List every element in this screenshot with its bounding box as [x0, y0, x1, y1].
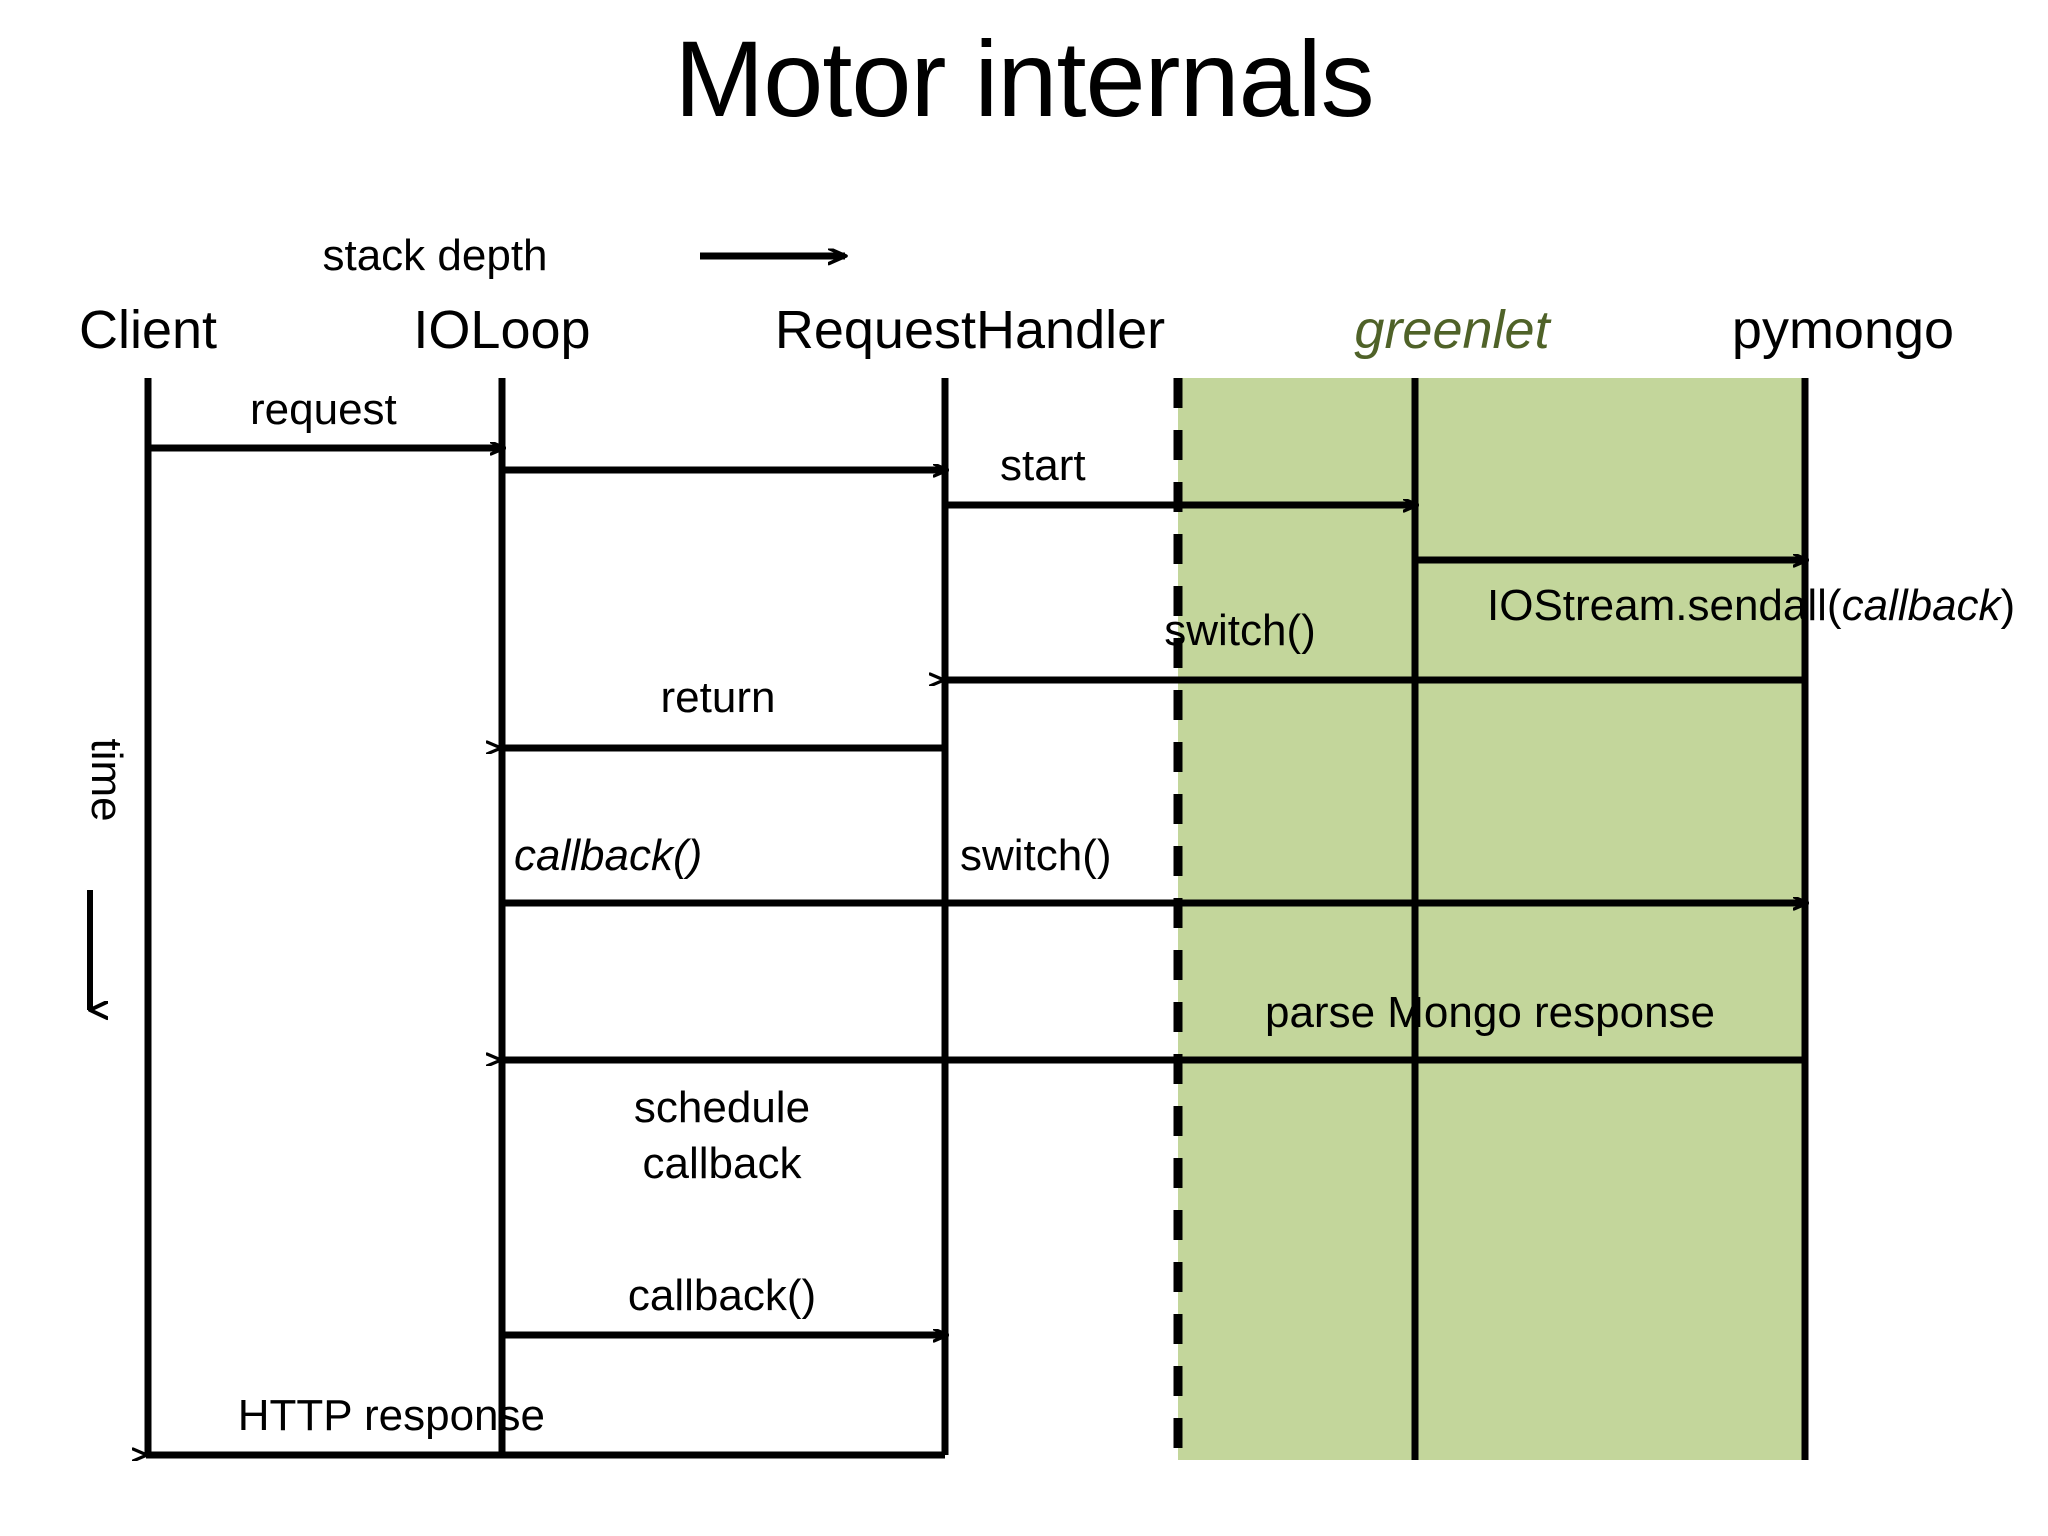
message-label-schedule-line1: schedule [634, 1083, 810, 1132]
sendall-prefix: IOStream.sendall( [1487, 581, 1842, 630]
lane-header-greenlet: greenlet [1354, 300, 1551, 360]
lane-header-requesthandler: RequestHandler [775, 300, 1165, 360]
message-label-http-response: HTTP response [238, 1391, 545, 1440]
lane-header-client: Client [79, 300, 217, 360]
sendall-italic-arg: callback [1842, 581, 2003, 630]
message-label-callback-pending: callback() [514, 831, 702, 880]
message-label-return: return [661, 673, 776, 722]
message-label-sendall: IOStream.sendall(callback) [1487, 581, 2015, 630]
message-label-parse-mongo: parse Mongo response [1265, 988, 1715, 1037]
greenlet-highlight-band [1178, 378, 1805, 1460]
lane-header-pymongo: pymongo [1732, 300, 1954, 360]
message-label-switch-2: switch() [960, 831, 1112, 880]
message-label-request: request [250, 385, 397, 434]
message-label-start: start [1000, 441, 1086, 490]
page-title: Motor internals [674, 18, 1374, 139]
message-label-switch-1: switch() [1164, 606, 1316, 655]
sendall-suffix: ) [2001, 581, 2016, 630]
stack-depth-label: stack depth [322, 231, 547, 280]
message-label-callback-invoke: callback() [628, 1271, 816, 1320]
lane-header-ioloop: IOLoop [413, 300, 590, 360]
time-label: time [82, 738, 131, 821]
message-label-schedule-line2: callback [643, 1139, 803, 1188]
